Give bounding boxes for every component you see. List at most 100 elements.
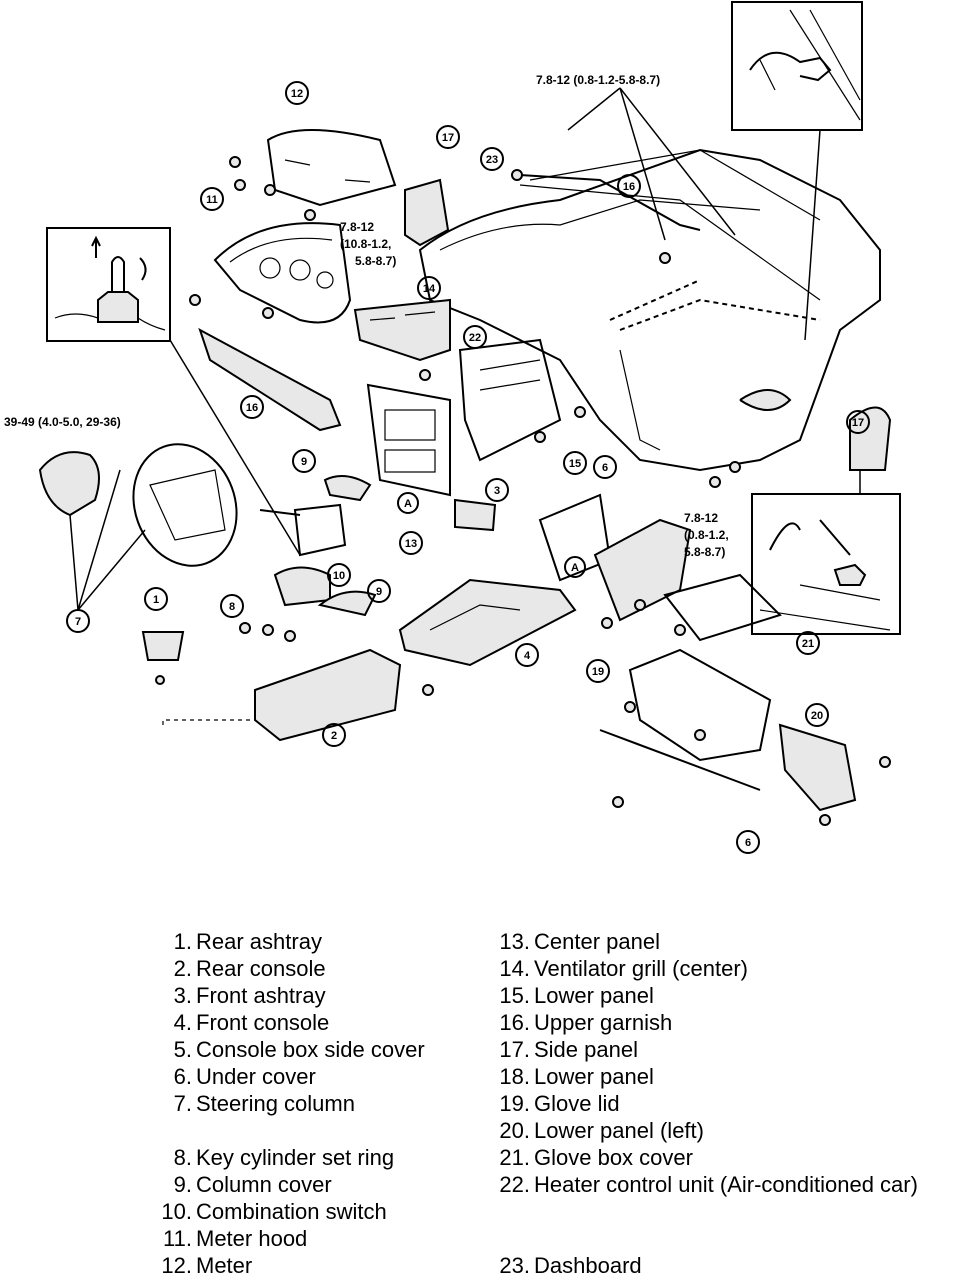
callout-4: 4 — [515, 643, 539, 667]
rear-ashtray — [141, 631, 185, 661]
callout-21: 21 — [796, 631, 820, 655]
callout-16a: 16 — [240, 395, 264, 419]
legend-item: 3.Front ashtray — [173, 983, 326, 1008]
callout-6a: 6 — [593, 455, 617, 479]
svg-text:16: 16 — [623, 181, 635, 193]
torque-label-center-l2: (10.8-1.2, — [340, 237, 391, 251]
legend-gap — [150, 1117, 470, 1144]
svg-text:21: 21 — [802, 638, 814, 650]
legend-gap — [488, 1198, 958, 1225]
callout-17a: 17 — [436, 125, 460, 149]
side-panel-right — [849, 406, 892, 471]
leader-lines — [69, 87, 861, 611]
callout-2: 2 — [322, 723, 346, 747]
torque-label-right-l3: 5.8-8.7) — [684, 545, 725, 559]
legend-item: 1.Rear ashtray — [173, 929, 322, 954]
svg-text:A: A — [404, 498, 412, 510]
callout-11: 11 — [200, 187, 224, 211]
screws — [155, 156, 891, 826]
svg-text:19: 19 — [592, 666, 604, 678]
legend-item: 15.Lower panel — [499, 983, 654, 1008]
upper-garnish-right — [519, 174, 701, 231]
legend-gap — [488, 1225, 958, 1252]
callout-10: 10 — [327, 563, 351, 587]
svg-text:12: 12 — [291, 88, 303, 100]
inset-top-right — [731, 1, 863, 131]
parts-legend-left: 1.Rear ashtray 2.Rear console 3.Front as… — [150, 928, 470, 1279]
meter — [266, 129, 397, 207]
inset-left-shifter — [46, 227, 171, 342]
callout-12: 12 — [285, 81, 309, 105]
svg-text:9: 9 — [301, 456, 307, 468]
torque-label-right-l1: 7.8-12 — [684, 511, 718, 525]
side-panel-left — [404, 178, 450, 247]
svg-text:22: 22 — [469, 332, 481, 344]
glove-box-cover — [663, 573, 782, 642]
torque-label-top: 7.8-12 (0.8-1.2-5.8-8.7) — [536, 73, 660, 87]
svg-text:15: 15 — [569, 458, 581, 470]
combination-switch — [259, 475, 377, 617]
callout-17b: 17 — [846, 410, 870, 434]
callout-22: 22 — [463, 325, 487, 349]
legend-item: 22.Heater control unit (Air-conditioned … — [499, 1172, 918, 1197]
callout-6b: 6 — [736, 830, 760, 854]
callout-13: 13 — [399, 531, 423, 555]
callout-19: 19 — [586, 659, 610, 683]
legend-item: 7.Steering column — [173, 1091, 355, 1116]
svg-text:11: 11 — [206, 194, 218, 206]
legend-item: 8.Key cylinder set ring — [173, 1145, 395, 1170]
center-panel — [366, 383, 451, 497]
svg-text:10: 10 — [333, 570, 345, 582]
front-ashtray — [454, 498, 497, 532]
svg-text:20: 20 — [811, 710, 823, 722]
lower-panel-left — [778, 723, 857, 812]
legend-item: 17.Side panel — [499, 1037, 638, 1062]
legend-item: 5.Console box side cover — [173, 1037, 425, 1062]
torque-label-center-l3: 5.8-8.7) — [355, 254, 396, 268]
legend-item: 19.Glove lid — [499, 1091, 620, 1116]
callout-9b: 9 — [367, 579, 391, 603]
callout-16b: 16 — [617, 174, 641, 198]
meter-hood — [213, 222, 352, 324]
svg-text:6: 6 — [745, 837, 751, 849]
legend-item: 20.Lower panel (left) — [499, 1118, 704, 1143]
exploded-dashboard-diagram: 7.8-12 (0.8-1.2-5.8-8.7) 7.8-12 (10.8-1.… — [4, 1, 901, 854]
svg-text:4: 4 — [524, 650, 531, 662]
torque-label-steering: 39-49 (4.0-5.0, 29-36) — [4, 415, 121, 429]
parts-legend-right: 13.Center panel 14.Ventilator grill (cen… — [488, 928, 958, 1279]
callout-8: 8 — [220, 594, 244, 618]
legend-item: 10.Combination switch — [161, 1199, 387, 1224]
svg-text:17: 17 — [442, 132, 454, 144]
steering-wheel — [38, 443, 238, 567]
torque-label-center-l1: 7.8-12 — [340, 220, 374, 234]
callout-23: 23 — [480, 147, 504, 171]
callout-1: 1 — [144, 587, 168, 611]
legend-item: 23.Dashboard — [499, 1253, 642, 1278]
inset-right-glovebox — [751, 493, 901, 635]
callout-3: 3 — [485, 478, 509, 502]
legend-item: 18.Lower panel — [499, 1064, 654, 1089]
svg-text:23: 23 — [486, 154, 498, 166]
svg-text:2: 2 — [331, 730, 337, 742]
svg-text:9: 9 — [376, 586, 382, 598]
callout-14: 14 — [417, 276, 441, 300]
svg-text:13: 13 — [405, 538, 417, 550]
glove-lid — [599, 648, 772, 791]
legend-item: 12.Meter — [161, 1253, 253, 1278]
reference-dashed-line — [162, 719, 255, 725]
svg-text:8: 8 — [229, 601, 235, 613]
legend-item: 6.Under cover — [173, 1064, 316, 1089]
svg-text:3: 3 — [494, 485, 500, 497]
callout-7: 7 — [66, 609, 90, 633]
callout-15: 15 — [563, 451, 587, 475]
legend-item: 13.Center panel — [499, 929, 660, 954]
legend-item: 16.Upper garnish — [499, 1010, 673, 1035]
front-console — [398, 578, 577, 667]
svg-text:A: A — [571, 562, 579, 574]
legend-item: 14.Ventilator grill (center) — [499, 956, 748, 981]
dashboard — [418, 148, 881, 472]
torque-label-right-l2: (0.8-1.2, — [684, 528, 729, 542]
legend-item: 2.Rear console — [173, 956, 326, 981]
svg-text:14: 14 — [423, 283, 436, 295]
svg-text:1: 1 — [153, 594, 159, 606]
